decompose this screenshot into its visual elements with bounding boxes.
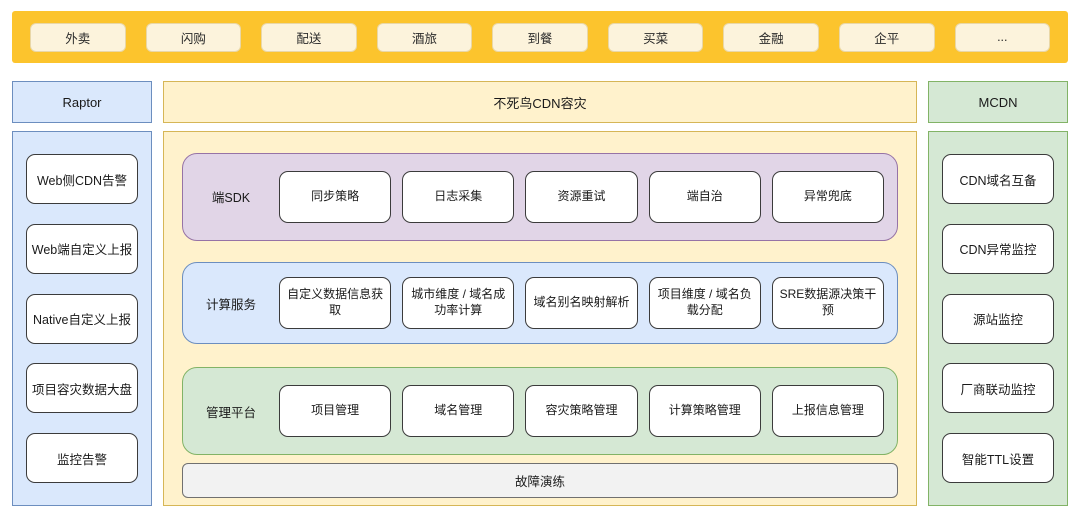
management-node: 容灾策略管理: [525, 385, 638, 438]
business-line-chip: 酒旅: [376, 22, 473, 52]
management-node: 域名管理: [402, 385, 515, 438]
compute-node: 域名别名映射解析: [525, 277, 638, 330]
mcdn-item: 源站监控: [942, 293, 1054, 344]
mcdn-item: CDN域名互备: [942, 154, 1054, 204]
management-row-label: 管理平台: [205, 405, 256, 420]
management-row-items: 项目管理 域名管理 容灾策略管理 计算策略管理 上报信息管理: [279, 385, 885, 438]
raptor-header: Raptor: [12, 81, 152, 123]
sdk-node: 异常兜底: [771, 170, 885, 223]
cdn-dr-header: 不死鸟CDN容灾: [163, 81, 917, 123]
raptor-item: 项目容灾数据大盘: [26, 363, 138, 414]
main-grid: Raptor 不死鸟CDN容灾 MCDN Web侧CDN告警 Web端自定义上报…: [12, 81, 1068, 506]
mcdn-item: 厂商联动监控: [942, 363, 1054, 414]
business-line-chip: 金融: [723, 22, 819, 52]
sdk-node: 日志采集: [402, 170, 515, 223]
business-line-banner: 外卖 闪购 配送 酒旅 到餐 买菜 金融 企平 ...: [12, 11, 1068, 63]
sdk-row: 端SDK 同步策略 日志采集 资源重试 端自治 异常兜底: [182, 153, 898, 241]
compute-node: 项目维度 / 域名负载分配: [648, 277, 761, 330]
compute-row-label: 计算服务: [205, 297, 256, 312]
business-line-chip: 企平: [838, 22, 935, 52]
sdk-row-items: 同步策略 日志采集 资源重试 端自治 异常兜底: [279, 170, 885, 223]
management-node: 项目管理: [279, 385, 392, 438]
compute-row-items: 自定义数据信息获取 城市维度 / 域名成功率计算 域名别名映射解析 项目维度 /…: [279, 277, 885, 330]
business-line-chip: 买菜: [607, 22, 704, 52]
sdk-row-label: 端SDK: [211, 191, 251, 206]
sdk-node: 资源重试: [525, 170, 638, 223]
fault-drill-bar: 故障演练: [182, 463, 898, 499]
compute-node: 城市维度 / 域名成功率计算: [402, 277, 515, 330]
cdn-dr-panel: 端SDK 同步策略 日志采集 资源重试 端自治 异常兜底 计算服务 自定义数据信…: [163, 131, 917, 506]
mcdn-panel: CDN域名互备 CDN异常监控 源站监控 厂商联动监控 智能TTL设置: [928, 131, 1068, 506]
business-line-chip: 闪购: [145, 22, 242, 52]
mcdn-header: MCDN: [928, 81, 1068, 123]
business-line-chip: 外卖: [30, 22, 126, 52]
raptor-item: 监控告警: [26, 433, 138, 483]
raptor-item: Native自定义上报: [26, 293, 138, 344]
raptor-item: Web侧CDN告警: [26, 154, 138, 204]
mcdn-item: 智能TTL设置: [942, 433, 1054, 483]
compute-row: 计算服务 自定义数据信息获取 城市维度 / 域名成功率计算 域名别名映射解析 项…: [182, 261, 898, 345]
business-line-chip: 配送: [261, 22, 357, 52]
sdk-node: 同步策略: [279, 170, 392, 223]
management-node: 上报信息管理: [771, 385, 885, 438]
management-node: 计算策略管理: [648, 385, 761, 438]
business-line-chip: 到餐: [492, 22, 588, 52]
raptor-panel: Web侧CDN告警 Web端自定义上报 Native自定义上报 项目容灾数据大盘…: [12, 131, 152, 506]
business-line-chip-more: ...: [954, 22, 1051, 52]
raptor-item: Web端自定义上报: [26, 223, 138, 274]
mcdn-item: CDN异常监控: [942, 223, 1054, 274]
compute-node: 自定义数据信息获取: [279, 277, 392, 330]
compute-node: SRE数据源决策干预: [771, 277, 885, 330]
management-row: 管理平台 项目管理 域名管理 容灾策略管理 计算策略管理 上报信息管理: [182, 367, 898, 456]
sdk-node: 端自治: [648, 170, 761, 223]
